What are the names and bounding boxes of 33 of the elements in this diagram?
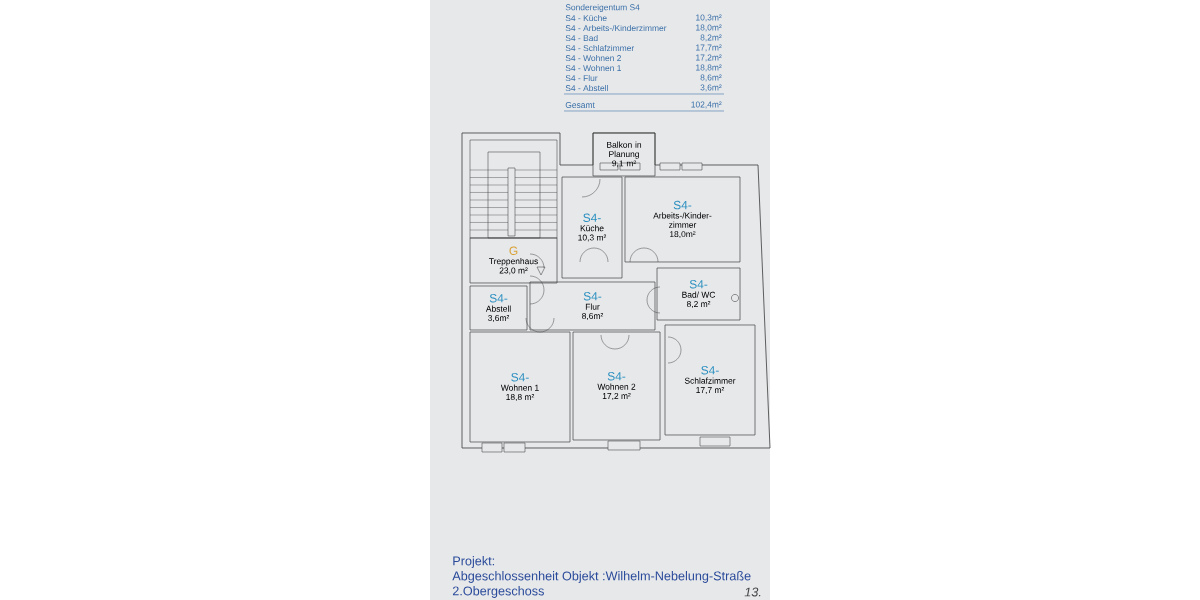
room: S4- Wohnen 2 17,2 m² (572, 331, 661, 441)
table-text: S4 - Bad (565, 34, 598, 42)
table-text: S4 - Wohnen 2 (565, 54, 621, 62)
room: Balkon in Planung 9,1 m² (592, 132, 656, 177)
table-text: 8,2m² (700, 34, 722, 42)
table-text: 8,6m² (700, 74, 722, 82)
room: S4- Bad/ WC 8,2 m² (656, 267, 741, 321)
table-text: S4 - Schlafzimmer (565, 44, 635, 52)
room: S4- Wohnen 1 18,8 m² (469, 331, 571, 443)
table-text: 102,4m² (691, 101, 722, 109)
table-text: S4 - Küche (565, 14, 607, 22)
table-text: S4 - Flur (565, 74, 598, 82)
room: S4- Küche 10,3 m² (561, 176, 623, 279)
project-text: 2.Obergeschoss (452, 586, 544, 598)
table-text: 17,7m² (696, 44, 722, 52)
table-text: S4 - Arbeits-/Kinderzimmer (565, 24, 667, 32)
table-text: 18,8m² (696, 64, 722, 72)
handwritten-note: 13. (744, 587, 761, 597)
room: S4- Abstell 3,6m² (469, 285, 528, 331)
table-text: 10,3m² (696, 14, 722, 22)
table-text: Gesamt (565, 102, 595, 108)
project-text: Projekt: (453, 556, 494, 568)
table-text: 18,0m² (696, 24, 722, 32)
table-heading: Sondereigentum S4 (565, 4, 640, 12)
room: S4- Flur 8,6m² (529, 281, 656, 331)
room: S4- Schlafzimmer 17,7 m² (664, 324, 756, 436)
project-text: Abgeschlossenheit Objekt :Wilhelm-Nebelung-Straße (452, 571, 751, 583)
room: G Treppenhaus 23,0 m² (469, 237, 558, 284)
table-text: S4 - Abstell (565, 84, 608, 92)
table-text: 3,6m² (700, 84, 722, 92)
table-text: S4 - Wohnen 1 (565, 64, 621, 72)
table-text: 17,2m² (696, 54, 722, 62)
room: S4- Arbeits-/Kinder- zimmer 18,0m² (624, 176, 741, 263)
